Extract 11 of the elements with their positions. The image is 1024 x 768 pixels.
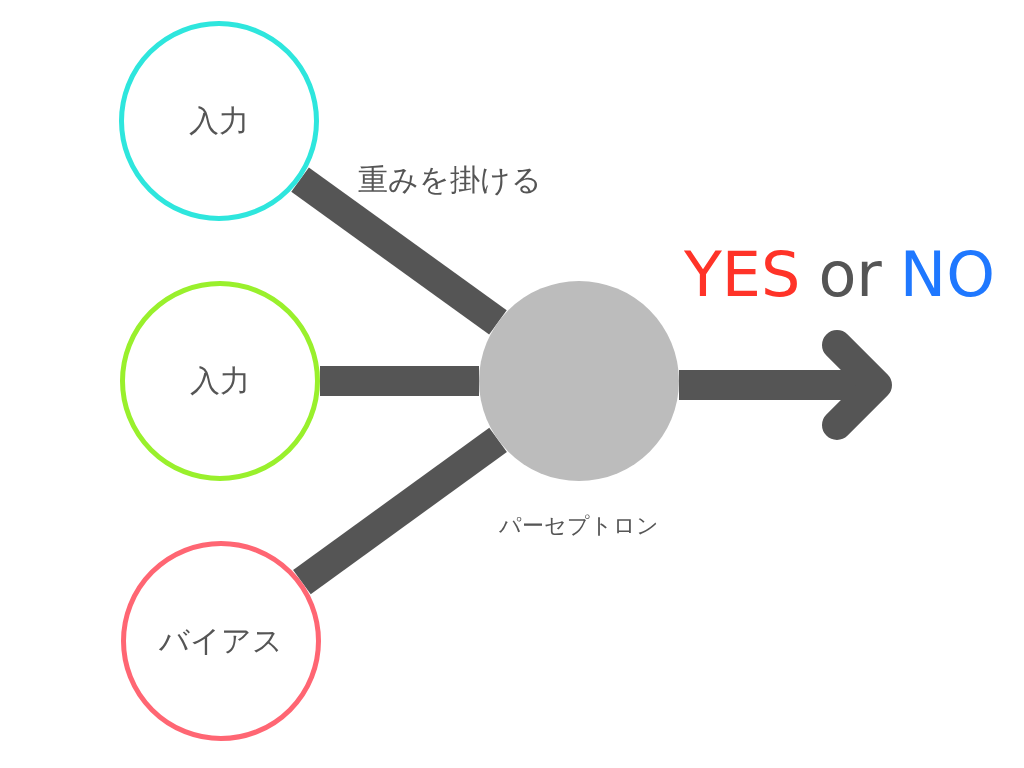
output-word: or <box>818 238 882 311</box>
node-label: バイアス <box>159 621 283 660</box>
output-word: NO <box>899 238 996 311</box>
node-caption: パーセプトロン <box>499 512 659 540</box>
connector-line <box>293 427 507 595</box>
connector-line <box>291 167 507 335</box>
output-word: YES <box>684 238 801 311</box>
arrow <box>679 330 892 440</box>
connector-line <box>320 366 479 396</box>
node-label: 入力 <box>190 361 250 400</box>
node-label: 入力 <box>189 101 249 140</box>
